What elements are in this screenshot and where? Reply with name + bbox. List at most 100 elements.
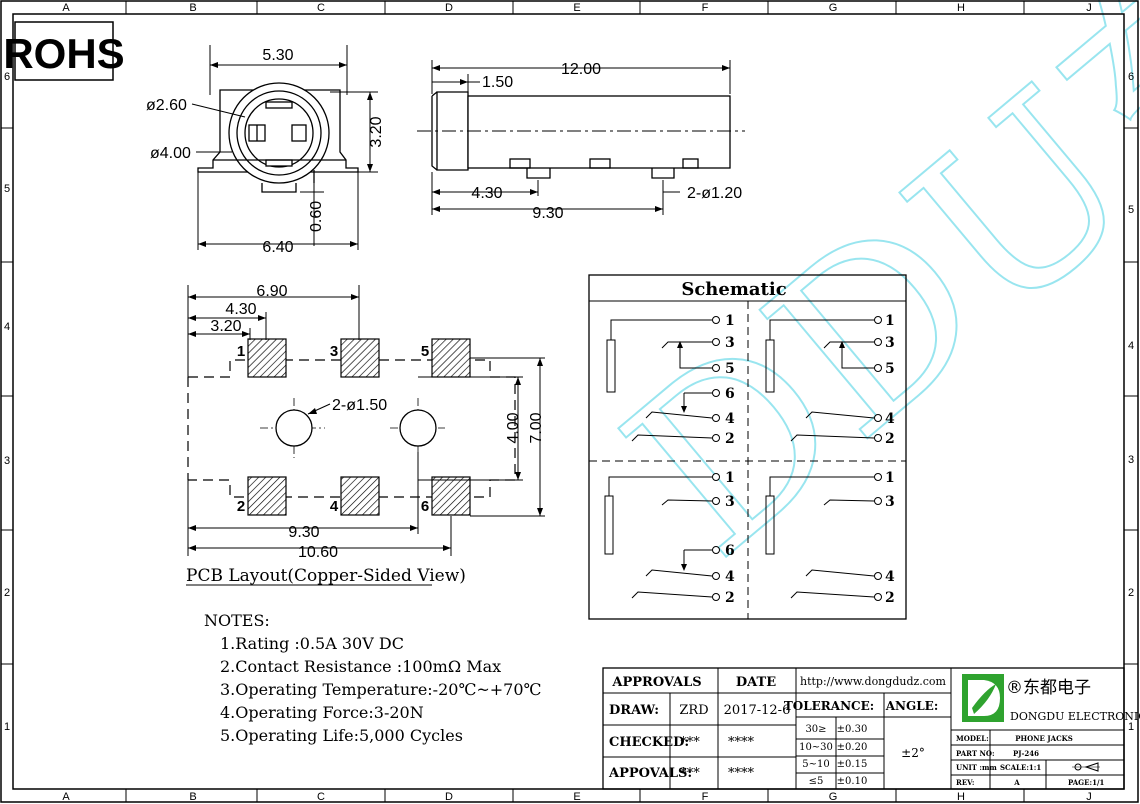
pcb-pad-6 — [431, 476, 471, 516]
col-label: E — [573, 2, 580, 14]
tolerance-label: TOLERANCE: — [784, 699, 874, 713]
col-label: A — [62, 791, 70, 803]
checked-label: CHECKED: — [609, 735, 689, 750]
dim-4-30: 4.30 — [471, 185, 502, 202]
pin-label: 1 — [725, 470, 735, 486]
pad-label: 5 — [421, 343, 429, 360]
pcb-hole — [275, 409, 313, 447]
col-label: D — [445, 2, 453, 14]
dim-1-50: 1.50 — [482, 74, 513, 91]
side-view-arrows — [432, 65, 730, 212]
title-block-grid — [602, 667, 1125, 790]
col-label: J — [1086, 2, 1092, 14]
pin-label: 3 — [725, 494, 735, 510]
watermark: DDU东都 — [580, 0, 1140, 607]
pin-label: 3 — [725, 335, 735, 351]
part-no-label: PART NO: — [956, 749, 995, 758]
pin-label: 3 — [885, 335, 895, 351]
pcb-pad-3 — [340, 338, 380, 378]
draw-label: DRAW: — [609, 703, 659, 718]
pin-label: 2 — [885, 431, 895, 447]
approvals-header: APPROVALS — [611, 675, 701, 690]
pin-label: 3 — [885, 494, 895, 510]
schematic-frame — [588, 274, 907, 620]
col-label: G — [829, 2, 838, 14]
dim-3-20: 3.20 — [368, 116, 385, 147]
checked-by: *** — [680, 735, 700, 750]
company-url: http://www.dongdudz.com — [800, 675, 947, 688]
notes: NOTES: 1.Rating :0.5A 30V DC 2.Contact R… — [204, 611, 541, 745]
appovals-label: APPOVALS: — [608, 766, 692, 781]
front-view — [197, 82, 359, 193]
pcb-outline — [187, 359, 516, 498]
pcb-caption: PCB Layout(Copper-Sided View) — [186, 566, 466, 586]
row-label: 2 — [4, 587, 10, 599]
dim-6-90: 6.90 — [256, 283, 287, 300]
dim-5-30: 5.30 — [262, 47, 293, 64]
pin-label: 1 — [725, 313, 735, 329]
col-label: A — [62, 2, 70, 14]
note-item: 4.Operating Force:3-20N — [220, 703, 424, 722]
dim-2-d1-20: 2-ø1.20 — [687, 185, 742, 202]
col-label: J — [1086, 791, 1092, 803]
col-label: F — [702, 2, 709, 14]
col-label: E — [573, 791, 580, 803]
dim-4-00: 4.00 — [505, 412, 522, 443]
rev-label: REV: — [956, 778, 974, 787]
checked-date: **** — [728, 735, 755, 750]
pcb-hole — [399, 409, 437, 447]
company-logo-icon — [962, 674, 1004, 722]
pin-label: 4 — [885, 411, 895, 427]
pin-label: 5 — [885, 361, 895, 377]
title-block-text: APPROVALS DATE DRAW: ZRD 2017-12-6 CHECK… — [608, 675, 1140, 787]
column-labels: A B C D E F G H J A B C D E F G H J — [62, 2, 1091, 803]
col-label: C — [317, 2, 325, 14]
part-no-value: PJ-246 — [1013, 749, 1039, 758]
row-labels: 6 5 4 3 2 1 6 5 4 3 2 1 — [4, 71, 1134, 733]
tol-range: 5~10 — [802, 759, 829, 770]
row-label: 2 — [1128, 587, 1134, 599]
front-view-arrows — [198, 62, 373, 247]
col-label: G — [829, 791, 838, 803]
note-item: 5.Operating Life:5,000 Cycles — [220, 726, 463, 745]
dim-6-40: 6.40 — [262, 239, 293, 256]
pin-label: 4 — [725, 569, 735, 585]
col-label: C — [317, 791, 325, 803]
rev-value: A — [1013, 778, 1020, 787]
schematic-lines — [604, 319, 875, 599]
pin-label: 4 — [725, 411, 735, 427]
draw-date: 2017-12-6 — [724, 703, 791, 718]
tol-range: 10~30 — [799, 742, 833, 753]
pin-label: 1 — [885, 313, 895, 329]
pin-label: 6 — [725, 386, 735, 402]
pcb-pad-2 — [247, 476, 287, 516]
angle-label: ANGLE: — [885, 699, 939, 713]
row-label: 6 — [4, 71, 10, 83]
page-label: PAGE:1/1 — [1068, 778, 1105, 787]
note-item: 3.Operating Temperature:-20℃~+70℃ — [220, 680, 541, 699]
pcb-pads — [247, 338, 471, 516]
appovals-by: *** — [680, 766, 700, 781]
dim-9-30-pcb: 9.30 — [288, 524, 319, 541]
unit-label: UNIT :mm — [956, 763, 997, 772]
pad-label: 4 — [330, 498, 339, 515]
row-label: 5 — [1128, 204, 1134, 216]
model-label: MODEL: — [956, 734, 989, 743]
front-view-dims — [191, 45, 378, 250]
row-label: 5 — [4, 183, 10, 195]
row-label: 3 — [4, 455, 10, 467]
row-label: 4 — [4, 321, 10, 333]
schematic-pin-labels: 1 3 5 6 4 2 1 3 5 4 2 1 3 6 4 2 1 3 4 2 — [725, 313, 895, 606]
scale-label: SCALE:1:1 — [1000, 763, 1041, 772]
tol-value: ±0.20 — [837, 742, 868, 753]
col-label: H — [957, 791, 965, 803]
dim-3-20-pcb: 3.20 — [210, 318, 241, 335]
schematic-terminals — [712, 316, 882, 601]
tol-range: 30≥ — [805, 724, 826, 735]
dim-12-00: 12.00 — [561, 61, 601, 78]
col-label: F — [702, 791, 709, 803]
row-label: 4 — [1128, 340, 1134, 352]
pin-label: 2 — [725, 431, 735, 447]
model-value: PHONE JACKS — [1015, 734, 1073, 743]
pin-label: 2 — [725, 590, 735, 606]
